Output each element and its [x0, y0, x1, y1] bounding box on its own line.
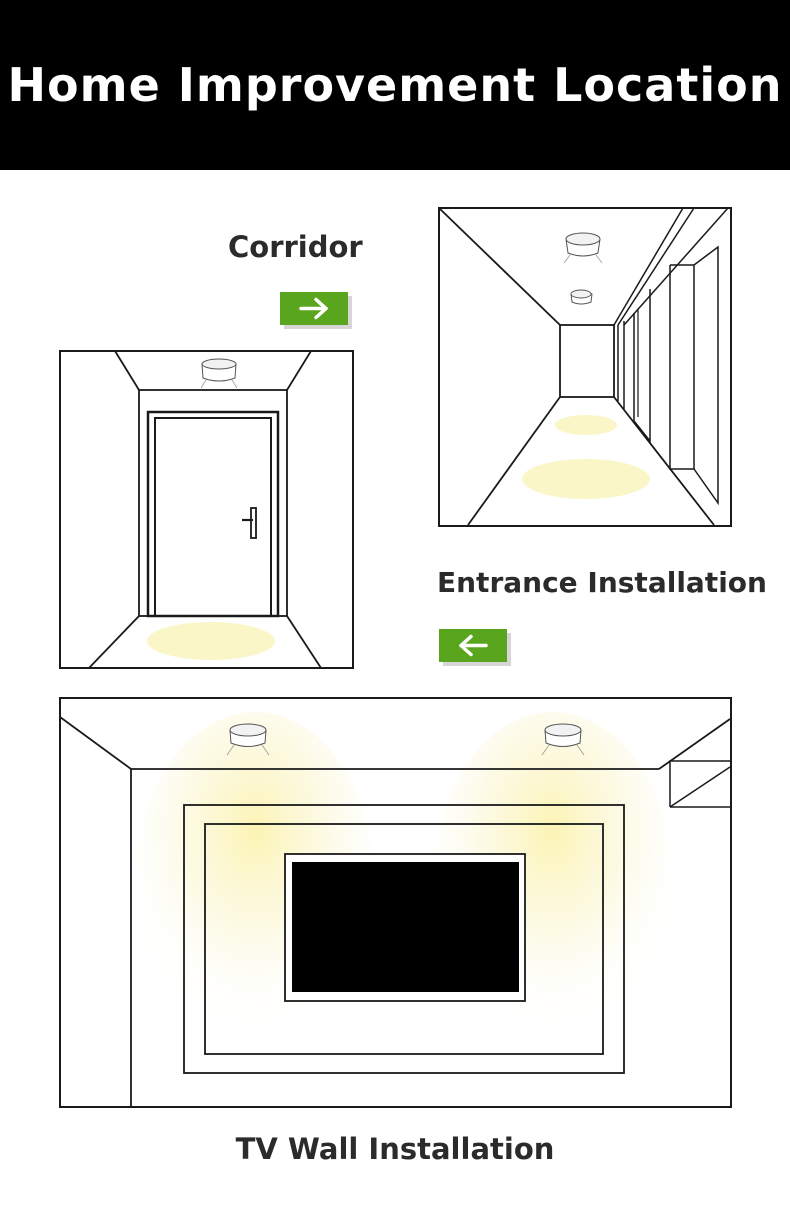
entrance-illustration	[59, 350, 355, 670]
tv-wall-illustration	[59, 697, 733, 1109]
arrow-right-icon	[280, 292, 348, 325]
corridor-illustration	[438, 207, 732, 527]
tv-wall-label: TV Wall Installation	[235, 1132, 555, 1166]
arrow-left-icon	[439, 629, 507, 662]
corridor-label: Corridor	[228, 230, 363, 264]
header-banner: Home Improvement Location	[0, 0, 790, 170]
entrance-label: Entrance Installation	[437, 566, 767, 599]
page-title: Home Improvement Location	[7, 58, 783, 112]
